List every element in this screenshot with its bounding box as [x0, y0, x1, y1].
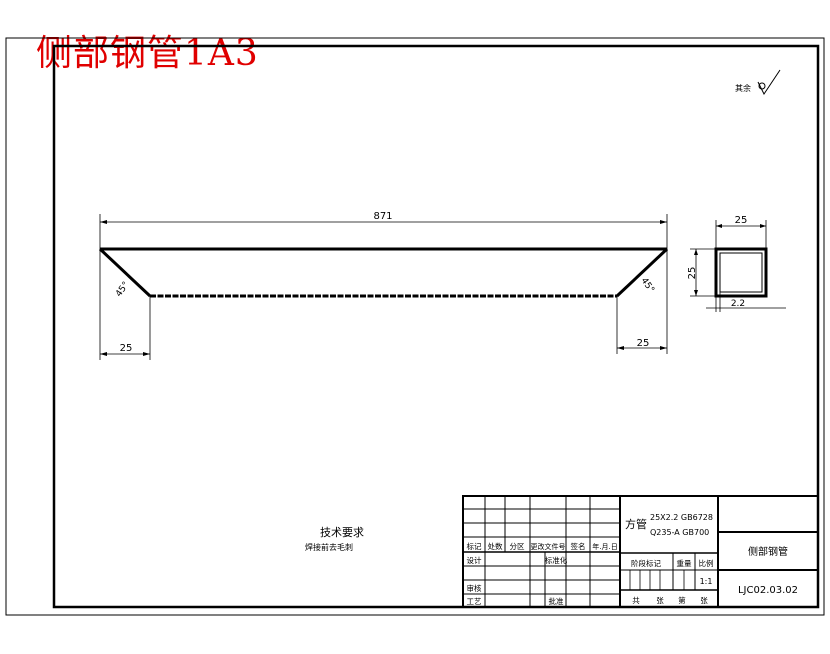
dim-section-wall: 2.2	[731, 299, 745, 309]
main-view: 871 45° 45° 25 25	[98, 211, 669, 360]
roughness-symbol	[757, 69, 781, 95]
hdr-zone: 分区	[510, 542, 525, 551]
sheet-unit: 张	[700, 596, 708, 605]
material-label: 方管	[625, 517, 647, 531]
dim-overall-length: 871	[373, 211, 392, 222]
row-review: 审核	[467, 583, 482, 593]
dim-left-angle: 45°	[114, 280, 131, 299]
hdr-sign: 签名	[571, 541, 586, 551]
sheets-unit: 张	[656, 596, 664, 605]
drawing-no: LJC02.03.02	[738, 585, 798, 596]
hdr-change-doc: 更改文件号	[531, 542, 566, 551]
title-block-text: 标记 处数 分区 更改文件号 签名 年.月.日 设计 标准化 审核 工艺 批准 …	[467, 513, 799, 606]
square-outer	[714, 247, 768, 298]
hdr-count: 处数	[488, 541, 503, 551]
roughness-label: 其余	[735, 84, 751, 93]
outer-border	[5, 37, 825, 616]
sheets-total: 共	[632, 596, 640, 605]
hdr-mark: 标记	[467, 541, 482, 551]
scale-label: 比例	[699, 558, 714, 568]
square-inner	[719, 252, 763, 293]
section-view: 25 25 2.2	[687, 215, 786, 312]
dim-section-height: 25	[687, 267, 698, 280]
dim-right-offset: 25	[637, 338, 650, 349]
part-name: 侧部钢管	[748, 545, 788, 558]
weight-label: 重量	[677, 559, 692, 568]
dim-section-width: 25	[735, 215, 748, 226]
hdr-date: 年.月.日	[592, 542, 617, 551]
row-approve: 批准	[549, 596, 564, 606]
dim-left-offset: 25	[120, 343, 133, 354]
material-spec1: 25X2.2 GB6728	[650, 513, 713, 522]
stage-mark: 阶段标记	[631, 558, 661, 568]
row-process: 工艺	[467, 597, 482, 606]
row-design: 设计	[467, 555, 482, 565]
row-standard: 标准化	[545, 555, 568, 565]
dim-right-angle: 45°	[639, 276, 656, 295]
scale-value: 1:1	[700, 577, 713, 586]
sheet-no: 第	[678, 595, 686, 605]
tech-requirements-line: 焊接前去毛刺	[305, 543, 353, 552]
material-spec2: Q235-A GB700	[650, 528, 709, 537]
title-block	[462, 495, 819, 608]
tech-requirements-title: 技术要求	[320, 526, 364, 539]
drawing-title: 侧部钢管1A3	[36, 33, 259, 74]
inner-frame	[52, 44, 820, 609]
